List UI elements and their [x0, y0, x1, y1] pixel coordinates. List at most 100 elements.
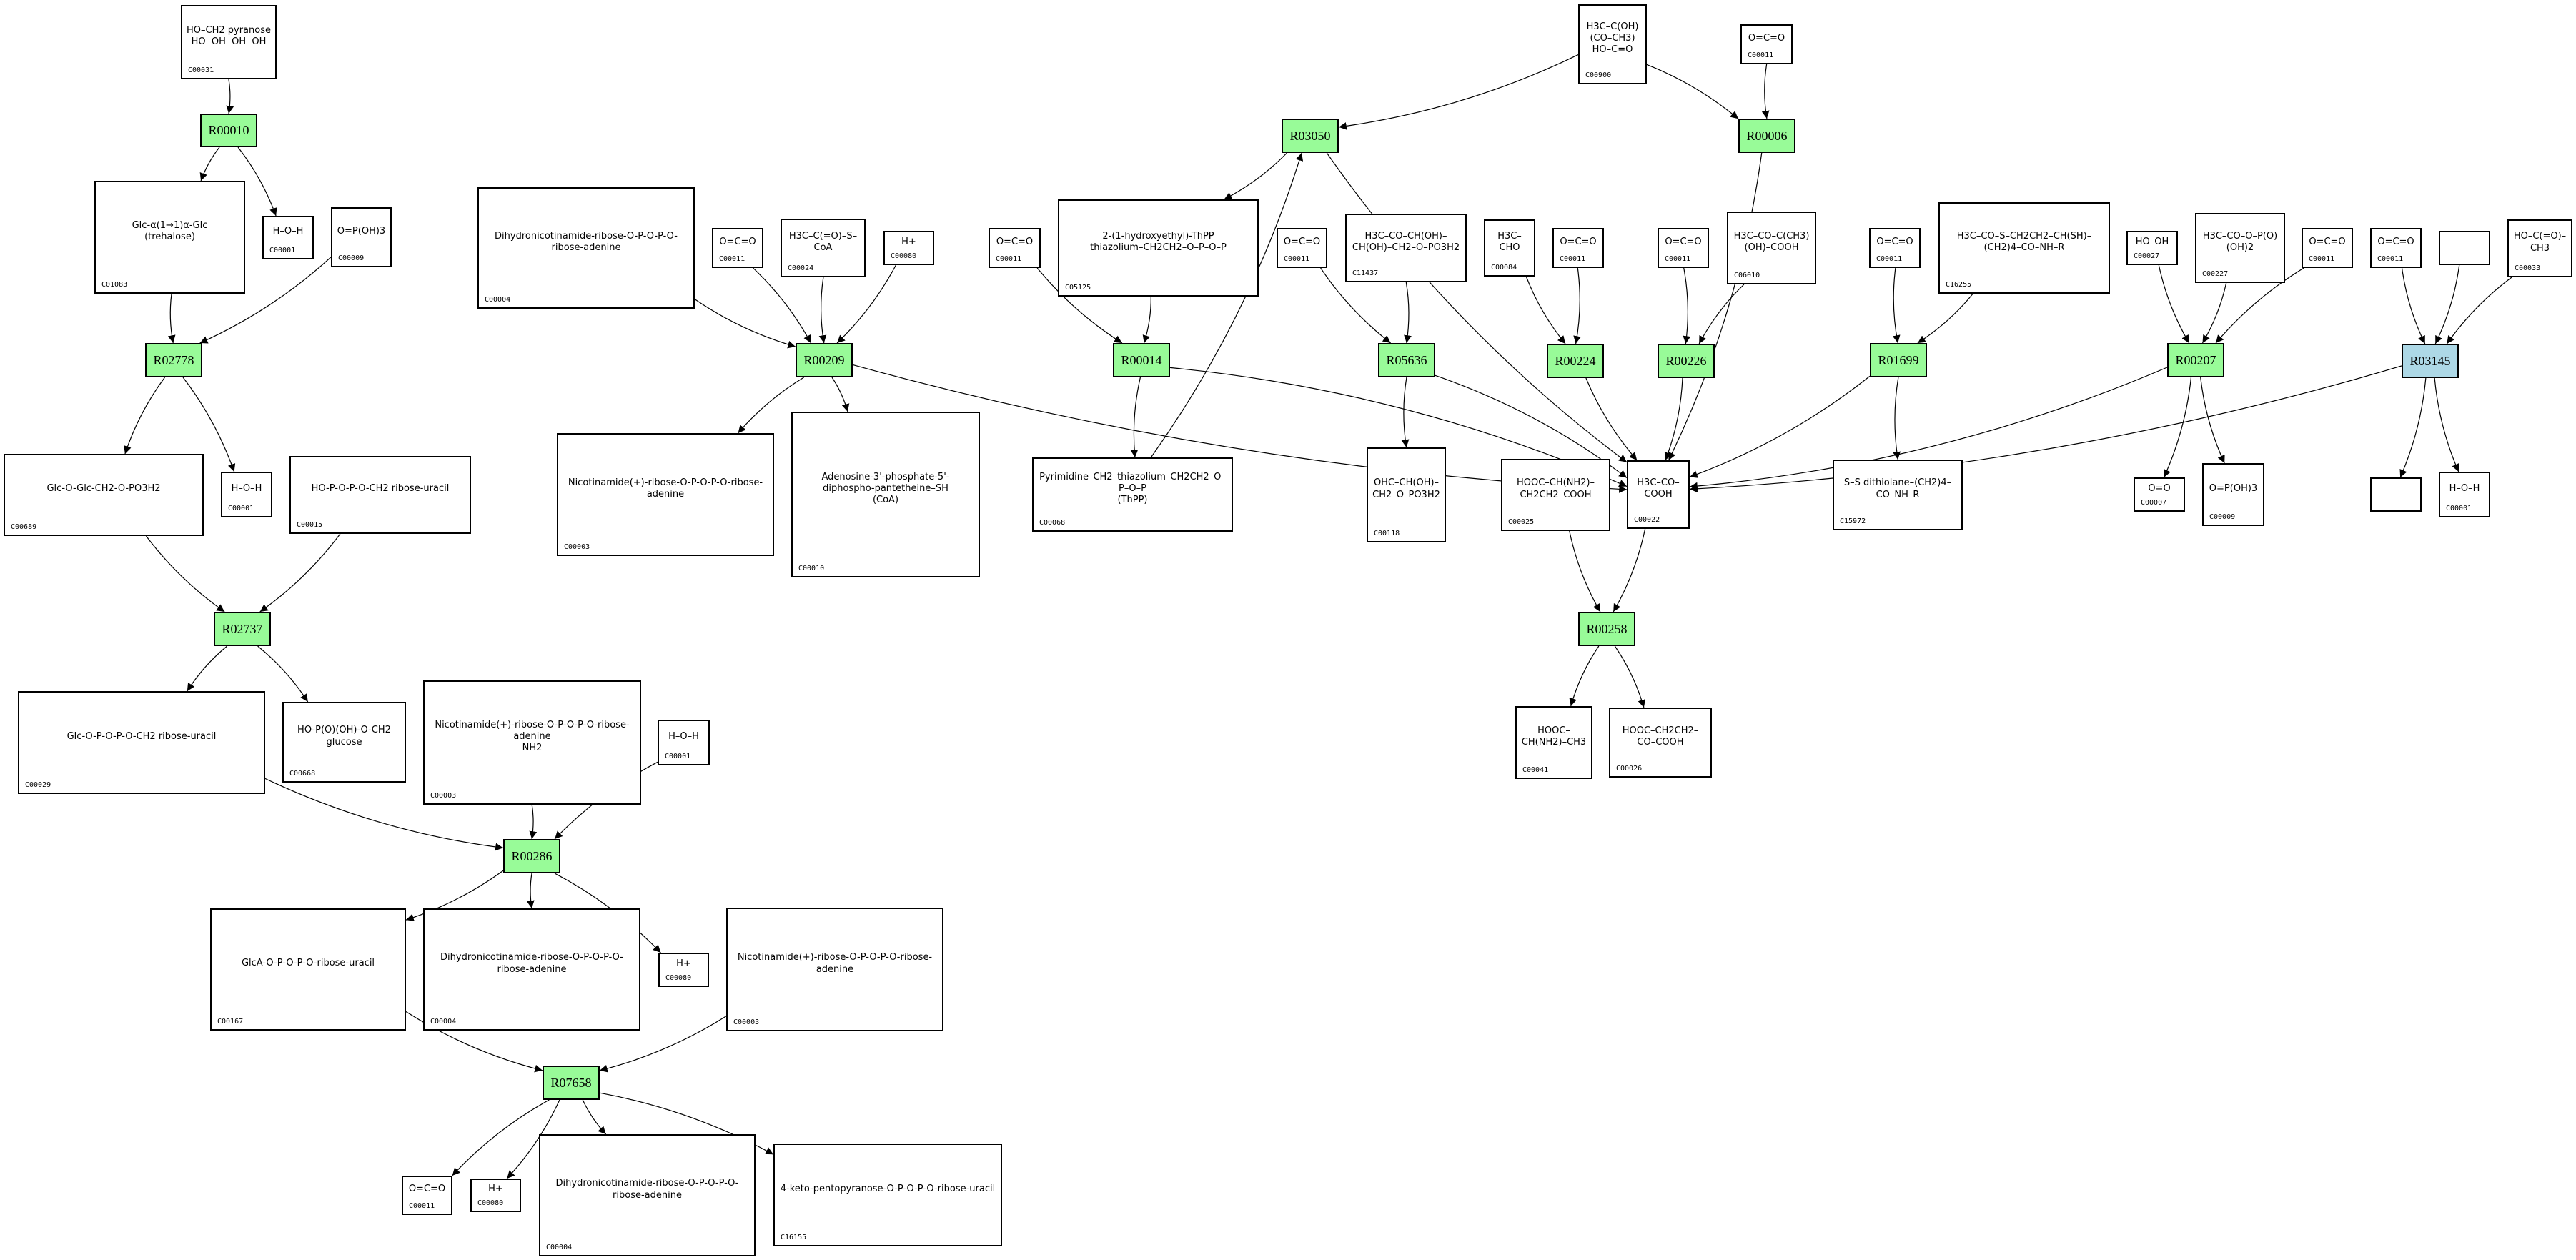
compound-id: C00080 — [477, 1199, 504, 1207]
reaction-node-R00006[interactable]: R00006 — [1738, 119, 1795, 153]
reaction-node-R00014[interactable]: R00014 — [1113, 343, 1170, 377]
reaction-node-R02778[interactable]: R02778 — [145, 343, 202, 377]
structure-drawing: H3C–CO–COOH — [1637, 477, 1680, 500]
reaction-node-R00258[interactable]: R00258 — [1578, 612, 1635, 646]
compound-node-C05125[interactable]: 2-(1-hydroxyethyl)-ThPP thiazolium–CH2CH… — [1058, 199, 1259, 297]
compound-node-C00080[interactable]: H+C00080 — [470, 1179, 521, 1212]
reaction-label: R00224 — [1555, 353, 1596, 368]
structure-drawing: H3C–CO–O–P(O)(OH)2 — [2202, 230, 2278, 253]
compound-node-C00068[interactable]: Pyrimidine–CH2–thiazolium–CH2CH2–O–P–O–P… — [1032, 457, 1233, 532]
reaction-node-R00209[interactable]: R00209 — [796, 343, 853, 377]
compound-node-C00003[interactable]: Nicotinamide(+)-ribose-O-P-O-P-O-ribose-… — [557, 433, 774, 556]
reaction-node-R03145[interactable]: R03145 — [2402, 344, 2459, 378]
reaction-node-R07658[interactable]: R07658 — [543, 1066, 600, 1100]
compound-id: C00689 — [11, 523, 37, 531]
compound-node-C00003[interactable]: Nicotinamide(+)-ribose-O-P-O-P-O-ribose-… — [423, 680, 641, 805]
reaction-node-R05636[interactable]: R05636 — [1378, 343, 1435, 377]
reaction-node-R00224[interactable]: R00224 — [1547, 344, 1604, 378]
structure-drawing: O=P(OH)3 — [337, 225, 386, 237]
reaction-label: R00010 — [208, 123, 249, 137]
reaction-node-R02737[interactable]: R02737 — [214, 612, 271, 646]
edge-c_C00025-to-R00258 — [1569, 530, 1601, 612]
reaction-node-R03050[interactable]: R03050 — [1282, 119, 1339, 153]
edge-c_C00024-to-R00209 — [818, 277, 827, 344]
compound-id: C00011 — [719, 255, 745, 263]
structure-drawing: Pyrimidine–CH2–thiazolium–CH2CH2–O–P–O–P… — [1039, 471, 1226, 506]
compound-node-blank[interactable] — [2439, 231, 2490, 265]
edge-c_C16255-to-R01699 — [1917, 293, 1973, 344]
edge-R00207-to-c_C00007 — [2163, 377, 2192, 478]
edge-c_C00011_f-to-R01699 — [1892, 267, 1901, 344]
compound-node-C00080[interactable]: H+C00080 — [883, 231, 934, 265]
reaction-node-R00286[interactable]: R00286 — [503, 839, 560, 873]
compound-node-C00004[interactable]: Dihydronicotinamide-ribose-O-P-O-P-O-rib… — [477, 187, 695, 309]
reaction-node-R01699[interactable]: R01699 — [1870, 343, 1927, 377]
compound-node-C00080[interactable]: H+C00080 — [658, 953, 709, 987]
compound-id: C00011 — [996, 255, 1022, 263]
structure-drawing: S–S dithiolane–(CH2)4–CO–NH–R — [1843, 477, 1952, 500]
compound-id: C00009 — [2209, 513, 2236, 521]
edge-c_C00027-to-R00207 — [2158, 264, 2190, 344]
reaction-label: R00014 — [1121, 352, 1162, 367]
reaction-label: R02737 — [222, 621, 263, 636]
compound-node-C00004[interactable]: Dihydronicotinamide-ribose-O-P-O-P-O-rib… — [539, 1134, 756, 1256]
reaction-node-R00207[interactable]: R00207 — [2167, 343, 2224, 377]
edge-c_C00033-to-R03145 — [2446, 277, 2512, 344]
compound-node-C00004[interactable]: Dihydronicotinamide-ribose-O-P-O-P-O-rib… — [423, 908, 640, 1031]
compound-node-C00003[interactable]: Nicotinamide(+)-ribose-O-P-O-P-O-ribose-… — [726, 908, 943, 1031]
structure-drawing: HO-P-O-P-O-CH2 ribose-uracil — [311, 483, 450, 495]
reaction-label: R00258 — [1586, 621, 1628, 636]
reaction-node-R00010[interactable]: R00010 — [200, 114, 257, 147]
compound-id: C00080 — [665, 974, 692, 982]
compound-node-C00010[interactable]: Adenosine-3'-phosphate-5'-diphospho-pant… — [791, 412, 980, 577]
compound-node-C01083[interactable]: Glc-α(1→1)α-Glc (trehalose)C01083 — [94, 181, 245, 294]
compound-id: C16255 — [1946, 281, 1972, 289]
compound-node-blank[interactable] — [2370, 477, 2422, 512]
structure-drawing: HO-P(O)(OH)-O-CH2 glucose — [297, 725, 395, 748]
reaction-node-R00226[interactable]: R00226 — [1658, 344, 1715, 378]
compound-node-C16155[interactable]: 4-keto-pentopyranose-O-P-O-P-O-ribose-ur… — [773, 1144, 1002, 1246]
structure-drawing: 4-keto-pentopyranose-O-P-O-P-O-ribose-ur… — [780, 1183, 996, 1194]
edge-c_C00011_d-to-R00224 — [1573, 267, 1581, 344]
edge-R01699-to-c_C15972 — [1893, 377, 1901, 460]
structure-drawing: H3C–C(OH)(CO–CH3) HO–C=O — [1586, 21, 1639, 56]
